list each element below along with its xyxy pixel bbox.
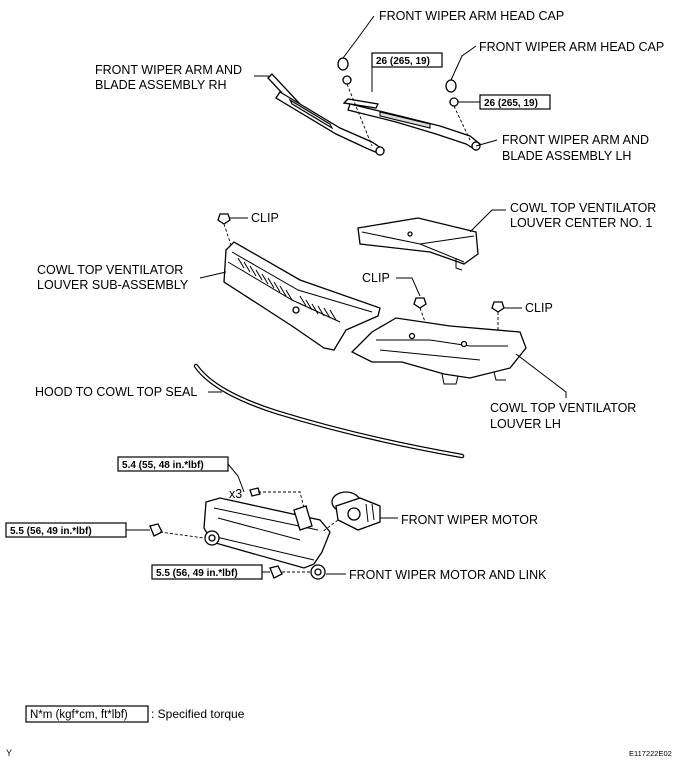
wiper-arm-lh <box>342 98 481 151</box>
louver-sub-assembly <box>223 241 381 351</box>
torque-link-lower: 5.5 (56, 49 in.*lbf) <box>156 568 238 579</box>
head-cap-lh <box>445 79 457 93</box>
clip-upper <box>217 213 231 225</box>
label-center-line1: COWL TOP VENTILATOR <box>510 201 656 215</box>
louver-lh <box>350 317 527 385</box>
figure-code: E117222E02 <box>629 749 672 758</box>
label-seal: HOOD TO COWL TOP SEAL <box>35 385 197 399</box>
link-bolt-left <box>149 523 163 537</box>
torque-link-left: 5.5 (56, 49 in.*lbf) <box>10 526 92 537</box>
label-clip-1: CLIP <box>251 211 279 225</box>
label-clip-2: CLIP <box>362 271 390 285</box>
label-arm-rh-line1: FRONT WIPER ARM AND <box>95 63 242 77</box>
louver-center-no1 <box>357 217 479 271</box>
legend-box-text: N*m (kgf*cm, ft*lbf) <box>30 709 128 721</box>
label-motor: FRONT WIPER MOTOR <box>401 513 538 527</box>
nut-lh <box>449 97 459 107</box>
wiper-arm-rh <box>267 73 386 156</box>
label-sub-line1: COWL TOP VENTILATOR <box>37 263 183 277</box>
nut-rh <box>342 75 352 85</box>
label-arm-rh-line2: BLADE ASSEMBLY RH <box>95 78 227 92</box>
label-clip-3: CLIP <box>525 301 553 315</box>
label-arm-lh-line2: BLADE ASSEMBLY LH <box>502 149 631 163</box>
motor-bolts <box>249 487 261 497</box>
label-head-cap-rh: FRONT WIPER ARM HEAD CAP <box>379 9 564 23</box>
clip-middle <box>413 297 427 309</box>
torque-rh-nut: 26 (265, 19) <box>376 56 430 67</box>
legend-description: : Specified torque <box>151 707 245 721</box>
torque-lh-nut: 26 (265, 19) <box>484 98 538 109</box>
label-motor-link: FRONT WIPER MOTOR AND LINK <box>349 568 547 582</box>
torque-motor-bolt: 5.4 (55, 48 in.*lbf) <box>122 460 204 471</box>
hood-to-cowl-top-seal <box>193 363 465 459</box>
label-arm-lh-line1: FRONT WIPER ARM AND <box>502 133 649 147</box>
label-sub-line2: LOUVER SUB-ASSEMBLY <box>37 278 189 292</box>
label-head-cap-lh: FRONT WIPER ARM HEAD CAP <box>479 40 664 54</box>
label-louver-lh-line2: LOUVER LH <box>490 417 561 431</box>
label-qty-x3: x3 <box>229 487 242 501</box>
footer-mark: Y <box>6 748 12 758</box>
legend: N*m (kgf*cm, ft*lbf) : Specified torque <box>25 705 245 723</box>
link-bolt-lower <box>269 565 283 579</box>
wiper-link <box>203 497 331 580</box>
label-louver-lh-line1: COWL TOP VENTILATOR <box>490 401 636 415</box>
label-center-line2: LOUVER CENTER NO. 1 <box>510 216 652 230</box>
clip-right <box>491 301 505 313</box>
head-cap-rh <box>337 57 349 71</box>
wiper-motor <box>331 491 381 531</box>
